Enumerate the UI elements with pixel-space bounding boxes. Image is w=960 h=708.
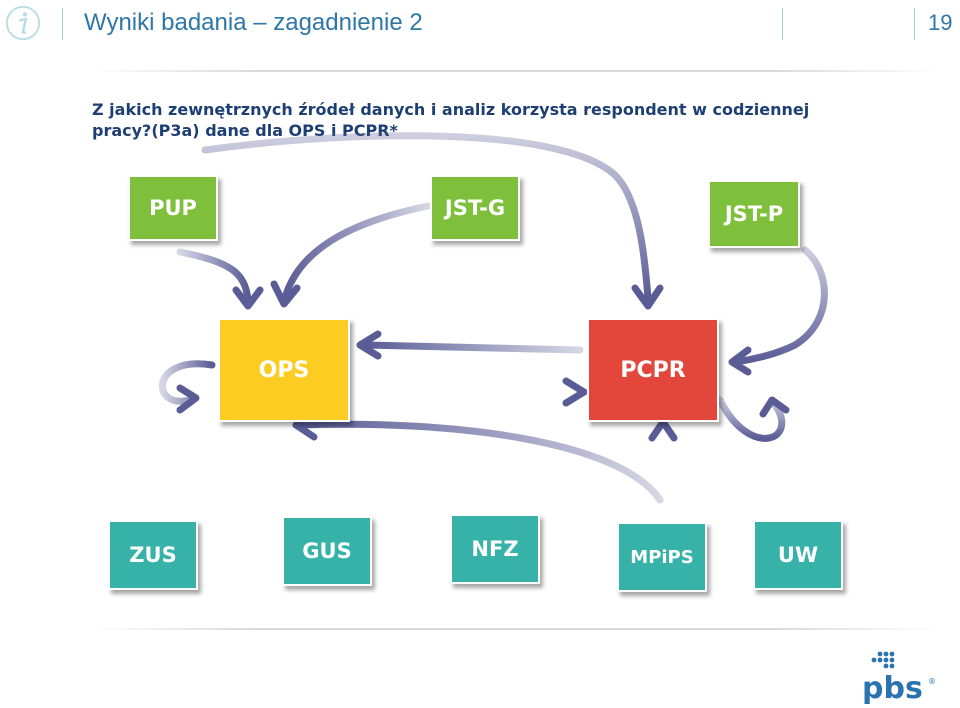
header-divider [62,8,63,40]
slide-header: Wyniki badania – zagadnienie 2 19 [0,0,960,70]
page-title: Wyniki badania – zagadnienie 2 [84,9,423,36]
page-number: 19 [928,10,953,35]
info-icon [5,5,41,41]
node-zus: ZUS [108,520,198,590]
header-divider-right [782,8,783,40]
arrow-mpips-ops [296,420,664,504]
node-uw: UW [753,520,843,590]
node-jst-p: JST-P [708,180,800,248]
header-divider-page [914,8,915,40]
footer-rule [90,628,940,630]
node-pup: PUP [128,175,218,241]
logo-text: pbs [862,671,923,704]
arrow-pcpr-self [716,396,786,442]
header-rule [90,70,940,72]
arrow-jstp-pcpr [731,246,828,366]
arrow-pcpr-ops [361,341,584,354]
arrow-jstg-ops [281,202,432,302]
node-ops: OPS [218,318,350,422]
node-pcpr: PCPR [587,318,719,422]
node-mpips: MPiPS [617,522,707,592]
arrow-top-arc-pcpr [201,132,652,302]
pbs-logo: pbs ® [862,651,936,704]
arrow-pup-ops [176,248,252,304]
svg-text:®: ® [928,677,936,686]
arrow-ops-self [158,360,216,405]
node-nfz: NFZ [450,514,540,584]
node-jst-g: JST-G [430,175,520,241]
node-gus: GUS [282,516,372,586]
